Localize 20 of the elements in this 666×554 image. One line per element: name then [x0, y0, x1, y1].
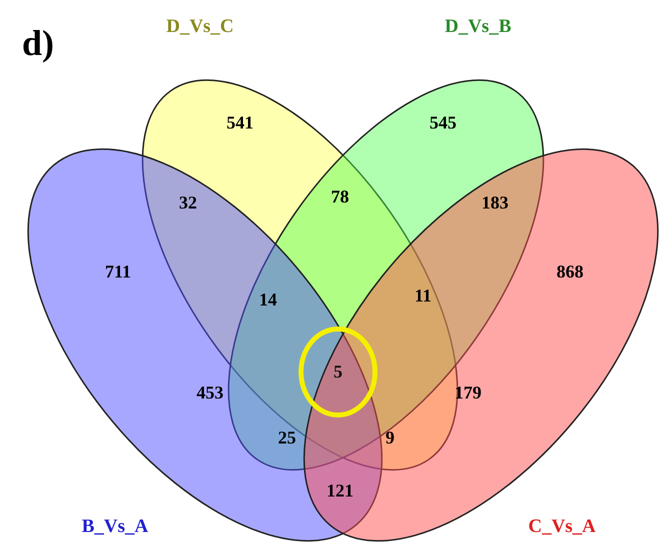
count-label: 121: [326, 480, 354, 502]
set-label: D_Vs_B: [444, 16, 512, 38]
count-label: 711: [105, 262, 131, 282]
count-label: 9: [386, 428, 394, 448]
count-label: 541: [226, 112, 254, 134]
count-label: 183: [482, 192, 508, 214]
count-label: 78: [331, 186, 349, 208]
count-label: 11: [414, 286, 432, 306]
set-label: D_Vs_C: [166, 16, 234, 38]
count-label: 545: [430, 112, 456, 134]
set-label: C_Vs_A: [528, 516, 596, 538]
count-label: 32: [179, 192, 197, 214]
count-label: 14: [259, 290, 277, 310]
count-label: 25: [278, 428, 296, 448]
set-label: B_Vs_A: [82, 516, 148, 538]
count-label: 453: [196, 382, 224, 404]
count-label: 868: [556, 262, 584, 282]
count-label: 5: [334, 362, 342, 382]
panel-letter: d): [22, 22, 54, 64]
count-label: 179: [454, 382, 482, 404]
